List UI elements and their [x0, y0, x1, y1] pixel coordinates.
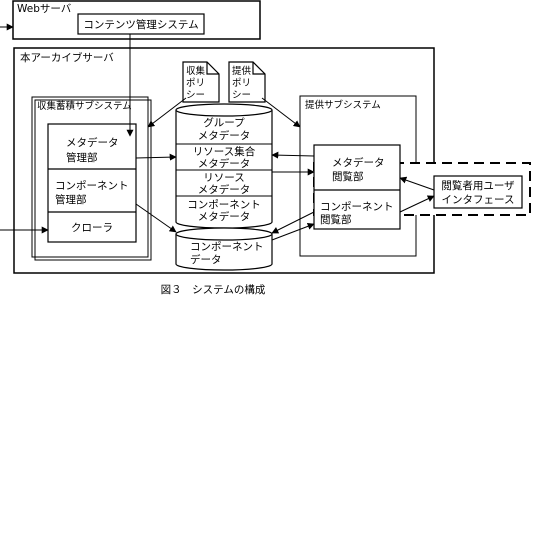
browser-ui-line1: 閲覧者用ユーザ [441, 179, 515, 192]
metadata-view-line1: メタデータ [332, 156, 385, 169]
arrow-collection-policy [147, 97, 187, 128]
svg-text:シー: シー [232, 90, 251, 101]
cms-label: コンテンツ管理システム [83, 18, 198, 31]
resource-metadata-line2: メタデータ [198, 183, 251, 196]
component-view-line2: 閲覧部 [320, 213, 352, 226]
metadata-mgmt-line1: メタデータ [66, 136, 119, 149]
figure-caption: 図３ システムの構成 [161, 283, 266, 296]
collection-policy-doc: 収集 ポリ シー [182, 61, 220, 103]
svg-text:提供: 提供 [232, 65, 252, 77]
svg-text:収集: 収集 [186, 65, 206, 77]
arrow-component-mgmt-to-data [135, 203, 177, 233]
metadata-view-line2: 閲覧部 [332, 170, 364, 183]
arrow-provision-policy [261, 97, 301, 128]
component-mgmt-line2: 管理部 [55, 193, 87, 206]
crawler-label: クローラ [71, 222, 113, 234]
group-metadata-line2: メタデータ [198, 129, 251, 142]
component-data-store: コンポーネント データ [175, 227, 273, 271]
provision-policy-doc: 提供 ポリ シー [228, 61, 266, 103]
resource-set-metadata-line2: メタデータ [198, 157, 251, 170]
svg-text:シー: シー [186, 90, 205, 101]
provision-subsystem-label: 提供サブシステム [305, 99, 381, 111]
archive-server-box: 本アーカイブサーバ [13, 47, 435, 274]
connectors [0, 23, 435, 241]
cms-box [77, 13, 205, 35]
arrow-component-view-to-data [271, 211, 315, 234]
web-server-label: Webサーバ [17, 3, 72, 15]
component-metadata-line2: メタデータ [198, 210, 251, 223]
component-mgmt-line1: コンポーネント [55, 180, 129, 192]
svg-text:ポリ: ポリ [232, 78, 251, 89]
metadata-mgmt-line2: 管理部 [66, 151, 98, 164]
component-data-line1: コンポーネント [190, 241, 264, 253]
resource-set-metadata-line1: リソース集合 [193, 145, 256, 158]
web-server-box: Webサーバ コンテンツ管理システム [12, 0, 261, 40]
component-view-line1: コンポーネント [320, 201, 394, 213]
collection-subsystem-box: 収集蓄積サブシステム メタデータ 管理部 コンポーネント 管理部 クローラ [31, 96, 152, 261]
metadata-database: グループ メタデータ リソース集合 メタデータ リソース メタデータ コンポーネ… [175, 103, 273, 229]
arrow-component-view-to-ui [399, 195, 435, 213]
resource-metadata-line1: リソース [203, 172, 244, 184]
component-metadata-line1: コンポーネント [187, 199, 261, 211]
browser-ui-line2: インタフェース [442, 194, 515, 206]
component-data-line2: データ [190, 253, 222, 266]
arrow-ui-to-metadata-view [399, 176, 435, 191]
browser-ui-box: 閲覧者用ユーザ インタフェース [433, 175, 523, 209]
arrow-metadata-view-to-db [271, 151, 315, 159]
arrow-data-to-component-view [271, 222, 315, 241]
arrow-metadata-mgmt-to-db [135, 153, 177, 161]
svg-text:ポリ: ポリ [186, 78, 205, 89]
collection-subsystem-label: 収集蓄積サブシステム [37, 100, 132, 112]
archive-server-label: 本アーカイブサーバ [20, 51, 114, 64]
view-boxes: メタデータ 閲覧部 コンポーネント 閲覧部 [313, 144, 401, 230]
group-metadata-line1: グループ [203, 116, 245, 129]
